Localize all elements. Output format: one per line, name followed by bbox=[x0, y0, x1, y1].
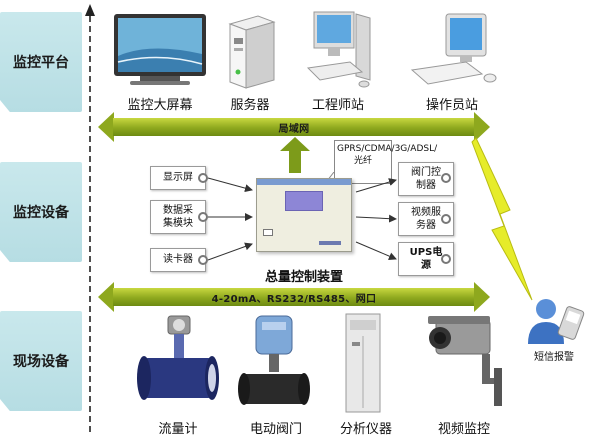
network-callout: GPRS/CDMA/3G/ADSL/光纤 bbox=[334, 140, 437, 184]
uplink-arrow bbox=[280, 137, 310, 173]
sms-alarm-label: 短信报警 bbox=[534, 352, 574, 363]
wireless-lightning-icon bbox=[471, 137, 533, 301]
flow-meter-icon bbox=[137, 315, 219, 400]
tier-monitor-equipment: 监控设备 bbox=[0, 162, 82, 262]
knob-display bbox=[198, 173, 208, 183]
large-screen-icon bbox=[114, 14, 206, 85]
controller-logo bbox=[319, 241, 341, 245]
tier-field-equipment: 现场设备 bbox=[0, 311, 82, 411]
device-label-large-screen: 监控大屏幕 bbox=[127, 98, 193, 113]
sms-alarm-icon bbox=[528, 299, 585, 344]
knob-data-acquisition bbox=[198, 212, 208, 222]
device-label-operator-station: 操作员站 bbox=[425, 98, 478, 113]
engineer-station-icon bbox=[306, 11, 371, 88]
controller-device bbox=[256, 178, 352, 252]
lan-bus-right-arrow bbox=[474, 112, 490, 142]
vertical-axis bbox=[85, 4, 95, 432]
tier-monitor-platform: 监控平台 bbox=[0, 12, 82, 112]
module-data-acquisition: 数据采集模块 bbox=[150, 200, 206, 234]
server-icon bbox=[228, 15, 276, 89]
electric-valve-icon bbox=[238, 315, 310, 405]
controller-tag bbox=[263, 229, 273, 236]
field-bus-left-arrow bbox=[98, 282, 114, 312]
lan-bus-left-arrow bbox=[98, 112, 114, 142]
module-display: 显示屏 bbox=[150, 166, 206, 190]
field-label-video-monitor: 视频监控 bbox=[437, 422, 490, 437]
field-label-analyzer: 分析仪器 bbox=[339, 422, 392, 437]
device-label-engineer-station: 工程师站 bbox=[311, 98, 364, 113]
operator-station-icon bbox=[410, 13, 497, 85]
controller-top-stripe bbox=[257, 179, 351, 185]
field-bus: 4-20mA、RS232/RS485、网口 bbox=[113, 288, 475, 306]
device-label-server: 服务器 bbox=[230, 98, 270, 113]
controller-label: 总量控制装置 bbox=[264, 270, 343, 285]
knob-card-reader bbox=[198, 255, 208, 265]
field-label-flow-meter: 流量计 bbox=[158, 422, 198, 437]
video-camera-icon bbox=[428, 316, 502, 406]
knob-ups bbox=[441, 254, 451, 264]
field-bus-right-arrow bbox=[474, 282, 490, 312]
knob-video-server bbox=[441, 214, 451, 224]
lan-bus: 局域网 bbox=[113, 118, 475, 136]
knob-valve-controller bbox=[441, 173, 451, 183]
analyzer-icon bbox=[345, 313, 381, 413]
field-label-electric-valve: 电动阀门 bbox=[249, 422, 302, 437]
module-card-reader: 读卡器 bbox=[150, 248, 206, 272]
controller-screen bbox=[285, 191, 323, 211]
